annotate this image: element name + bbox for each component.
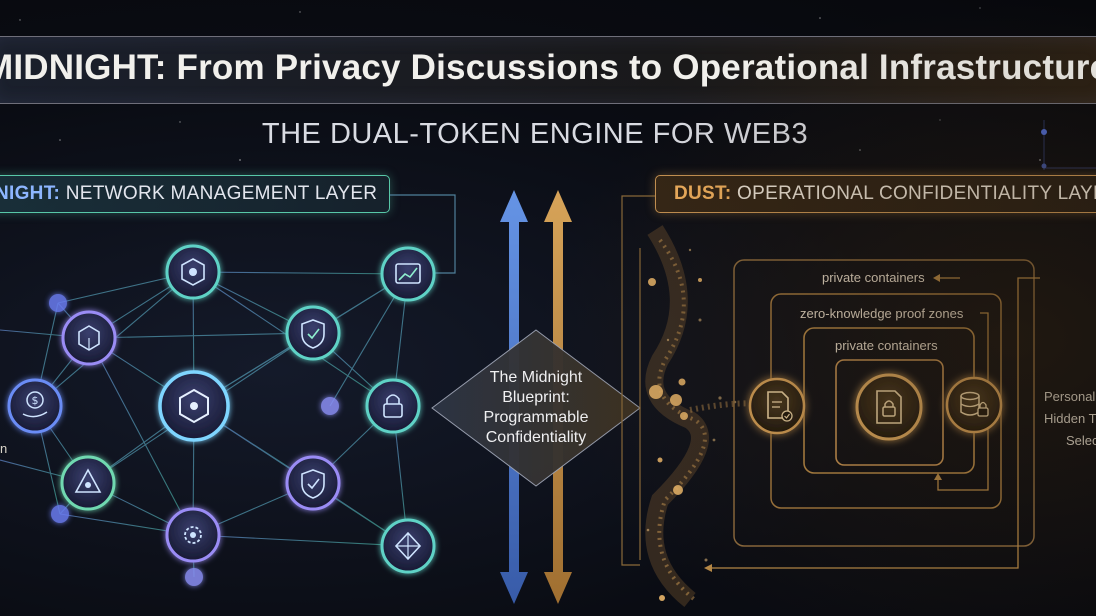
- particle-stream: [645, 225, 771, 608]
- analytics-chart-icon: [380, 246, 436, 302]
- triangle-network-icon: [60, 455, 116, 511]
- dust-side-text: Personal Hidden T Selec: [1044, 386, 1096, 452]
- night-keyword: NIGHT:: [0, 183, 61, 204]
- diamond-grid-icon: [380, 518, 436, 574]
- night-network-diagram: $: [0, 194, 456, 586]
- side-line-2: Hidden T: [1044, 411, 1096, 426]
- verified-shield-icon: [285, 455, 341, 511]
- blueprint-line-3: Programmable: [483, 409, 589, 426]
- inner-container-label: private containers: [835, 338, 938, 353]
- file-lock-icon: [855, 373, 923, 441]
- dollar-hand-icon: $: [7, 378, 63, 434]
- blueprint-diamond: [431, 329, 641, 487]
- database-lock-icon: [945, 376, 1003, 434]
- outer-container-label: private containers: [822, 270, 925, 285]
- title-banner: [0, 36, 1096, 104]
- cube-network-icon: [61, 310, 117, 366]
- svg-text:$: $: [32, 394, 39, 407]
- night-connector: [390, 194, 456, 274]
- dust-keyword: DUST:: [674, 183, 732, 204]
- page-subtitle: THE DUAL-TOKEN ENGINE FOR WEB3: [261, 118, 809, 150]
- blueprint-line-2: Blueprint:: [502, 389, 570, 406]
- zk-zone-label: zero-knowledge proof zones: [800, 306, 964, 321]
- dust-layer-title: OPERATIONAL CONFIDENTIALITY LAYER: [737, 183, 1096, 204]
- central-hub-icon: [158, 370, 230, 442]
- side-line-1: Personal: [1044, 389, 1096, 404]
- document-check-icon: [748, 377, 806, 435]
- hexagon-cluster-icon: [165, 244, 221, 300]
- shield-check-icon: [285, 305, 341, 361]
- night-layer-title: NETWORK MANAGEMENT LAYER: [65, 183, 378, 204]
- blueprint-line-1: The Midnight: [489, 369, 583, 386]
- blueprint-text: The Midnight Blueprint: Programmable Con…: [466, 368, 606, 448]
- night-left-fragment: n: [0, 441, 8, 456]
- lock-icon: [365, 378, 421, 434]
- page-title: MIDNIGHT: From Privacy Discussions to Op…: [0, 48, 1096, 87]
- blueprint-line-4: Confidentiality: [485, 429, 587, 446]
- gear-network-icon: [165, 507, 221, 563]
- night-layer-label: NIGHT: NETWORK MANAGEMENT LAYER: [0, 175, 390, 213]
- flow-lines: [704, 274, 1040, 572]
- dust-bracket: [621, 195, 655, 566]
- dust-layer-label: DUST: OPERATIONAL CONFIDENTIALITY LAYER: [655, 175, 1096, 213]
- side-line-3: Selec: [1066, 433, 1096, 448]
- network-dots: [49, 294, 339, 586]
